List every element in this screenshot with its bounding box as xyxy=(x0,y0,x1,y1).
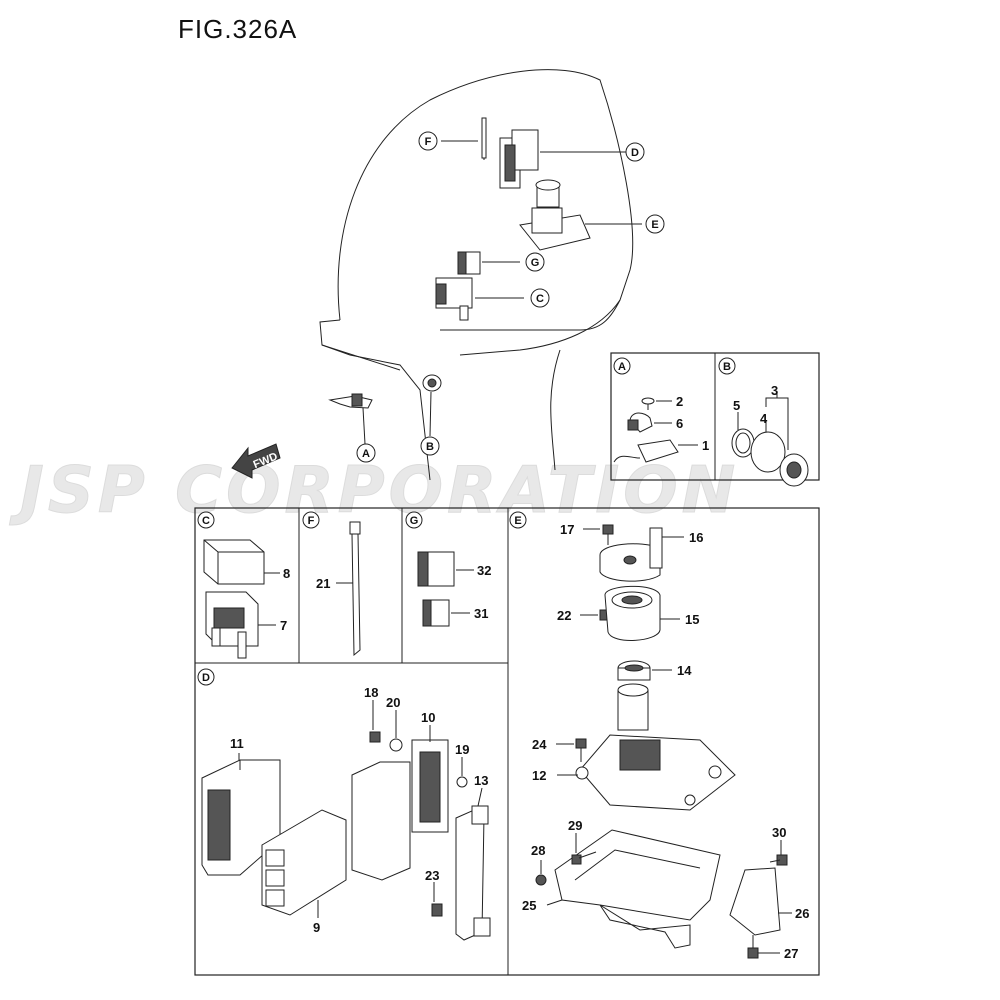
panel-callout-g: G xyxy=(405,511,423,529)
svg-text:D: D xyxy=(202,672,210,684)
fwd-arrow-icon: FWD xyxy=(231,443,281,479)
callout-f: F xyxy=(418,131,438,151)
panel-lower-frame xyxy=(194,507,820,976)
part-label-16: 16 xyxy=(689,530,703,545)
panel-e-parts xyxy=(535,524,792,959)
panel-f-parts xyxy=(336,521,361,657)
callout-b: B xyxy=(420,436,440,456)
panel-callout-e: E xyxy=(509,511,527,529)
panel-callout-c: C xyxy=(197,511,215,529)
callout-g-part xyxy=(457,251,520,275)
callout-c: C xyxy=(530,288,550,308)
panel-callout-a: A xyxy=(613,357,631,375)
callout-c-part xyxy=(435,277,524,321)
svg-text:D: D xyxy=(631,147,639,159)
part-label-30: 30 xyxy=(772,825,786,840)
callout-a: A xyxy=(356,443,376,463)
part-label-31: 31 xyxy=(474,606,488,621)
panel-callout-f: F xyxy=(302,511,320,529)
part-label-1: 1 xyxy=(702,438,709,453)
part-label-12: 12 xyxy=(532,768,546,783)
panel-b-parts xyxy=(731,392,809,487)
part-label-10: 10 xyxy=(421,710,435,725)
part-label-4: 4 xyxy=(760,411,768,426)
part-label-23: 23 xyxy=(425,868,439,883)
callout-e: E xyxy=(645,214,665,234)
part-label-3: 3 xyxy=(771,383,778,398)
part-label-26: 26 xyxy=(795,906,809,921)
panel-g-parts xyxy=(417,551,474,627)
svg-text:A: A xyxy=(618,361,626,373)
panel-a-parts xyxy=(613,397,698,463)
figure-title: FIG.326A xyxy=(178,14,298,44)
part-label-18: 18 xyxy=(364,685,378,700)
panel-callout-d: D xyxy=(197,668,215,686)
part-label-21: 21 xyxy=(316,576,330,591)
svg-text:G: G xyxy=(410,515,419,527)
part-label-20: 20 xyxy=(386,695,400,710)
callout-e-part xyxy=(519,179,642,251)
part-label-8: 8 xyxy=(283,566,290,581)
callout-a-sensor xyxy=(328,393,373,445)
svg-text:C: C xyxy=(536,293,544,305)
svg-text:B: B xyxy=(723,361,731,373)
engine-cowling xyxy=(319,69,634,481)
part-label-17: 17 xyxy=(560,522,574,537)
part-label-22: 22 xyxy=(557,608,571,623)
callout-d-part xyxy=(499,129,626,189)
part-label-6: 6 xyxy=(676,416,683,431)
svg-text:F: F xyxy=(308,515,315,527)
part-label-27: 27 xyxy=(784,946,798,961)
part-label-2: 2 xyxy=(676,394,683,409)
callout-f-part xyxy=(441,117,487,160)
part-label-11: 11 xyxy=(230,736,244,751)
part-label-19: 19 xyxy=(455,742,469,757)
panel-c-parts xyxy=(203,539,280,659)
callout-g: G xyxy=(525,252,545,272)
svg-text:B: B xyxy=(426,441,434,453)
part-label-28: 28 xyxy=(531,843,545,858)
part-label-24: 24 xyxy=(532,737,547,752)
panel-callout-b: B xyxy=(718,357,736,375)
watermark-text: JSP CORPORATION xyxy=(9,454,739,528)
part-label-15: 15 xyxy=(685,612,699,627)
part-label-25: 25 xyxy=(522,898,536,913)
part-label-32: 32 xyxy=(477,563,491,578)
svg-text:F: F xyxy=(425,136,432,148)
callout-d: D xyxy=(625,142,645,162)
part-label-5: 5 xyxy=(733,398,740,413)
svg-text:A: A xyxy=(362,448,370,460)
svg-text:E: E xyxy=(514,515,521,527)
svg-text:G: G xyxy=(531,257,540,269)
svg-text:C: C xyxy=(202,515,210,527)
svg-text:E: E xyxy=(651,219,658,231)
panel-d-parts xyxy=(201,700,491,941)
part-label-13: 13 xyxy=(474,773,488,788)
part-label-14: 14 xyxy=(677,663,692,678)
part-label-29: 29 xyxy=(568,818,582,833)
part-label-9: 9 xyxy=(313,920,320,935)
part-label-7: 7 xyxy=(280,618,287,633)
callout-b-grommet xyxy=(422,374,442,437)
